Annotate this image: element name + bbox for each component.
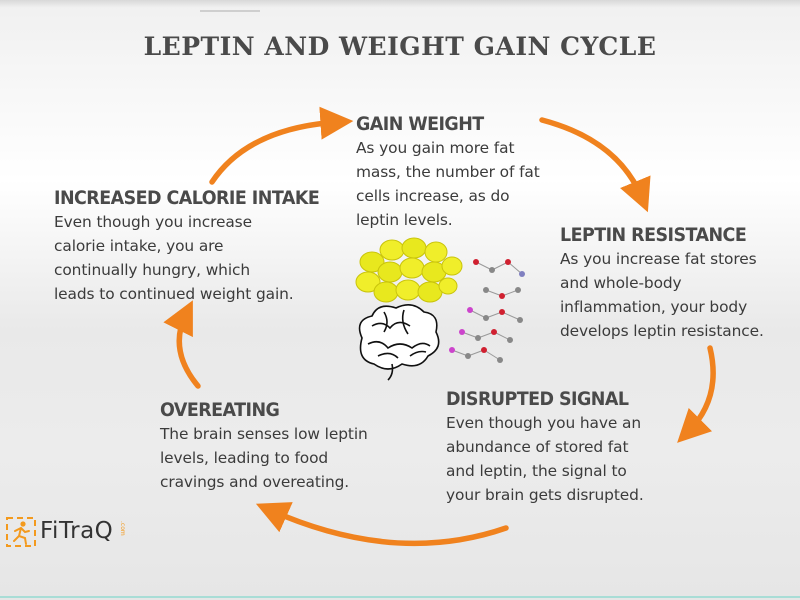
logo-suffix: .com [119,521,126,536]
arrow-disrupted-to-overeating [255,502,509,547]
arrow-resistance-to-disrupted [677,345,716,443]
top-bar [0,0,800,8]
stage-leptin-resistance: LEPTIN RESISTANCE As you increase fat st… [560,223,800,343]
stage-overeating: OVEREATING The brain senses low leptin l… [160,398,420,494]
arrow-calorie-to-gain [209,106,354,185]
stage-description: As you increase fat stores and whole-bod… [560,250,764,340]
fat-cells-illustration [355,237,463,303]
stage-disrupted-signal: DISRUPTED SIGNAL Even though you have an… [446,387,706,507]
arrow-gain-to-resistance [539,117,651,213]
logo-text: FiTraQ [40,518,114,544]
bottom-line [0,596,800,598]
leptin-molecule-illustration [449,259,525,363]
fitraq-logo[interactable]: FiTraQ .com [6,515,136,549]
arrow-overeating-to-calorie [163,300,201,389]
stage-increased-calorie-intake: INCREASED CALORIE INTAKE Even though you… [54,186,354,306]
stage-heading: DISRUPTED SIGNAL [446,388,629,410]
brain-icon [358,304,440,381]
stage-description: As you gain more fat mass, the number of… [356,139,540,229]
stage-heading: INCREASED CALORIE INTAKE [54,187,320,209]
stage-description: The brain senses low leptin levels, lead… [160,425,368,491]
stage-heading: GAIN WEIGHT [356,113,484,135]
stage-heading: OVEREATING [160,399,280,421]
stage-gain-weight: GAIN WEIGHT As you gain more fat mass, t… [356,112,586,232]
stage-heading: LEPTIN RESISTANCE [560,224,747,246]
page-title: LEPTIN AND WEIGHT GAIN CYCLE [143,32,657,61]
runner-icon [6,517,36,547]
stage-description: Even though you have an abundance of sto… [446,414,644,504]
stage-description: Even though you increase calorie intake,… [54,213,294,303]
top-bar-mark [200,10,260,12]
